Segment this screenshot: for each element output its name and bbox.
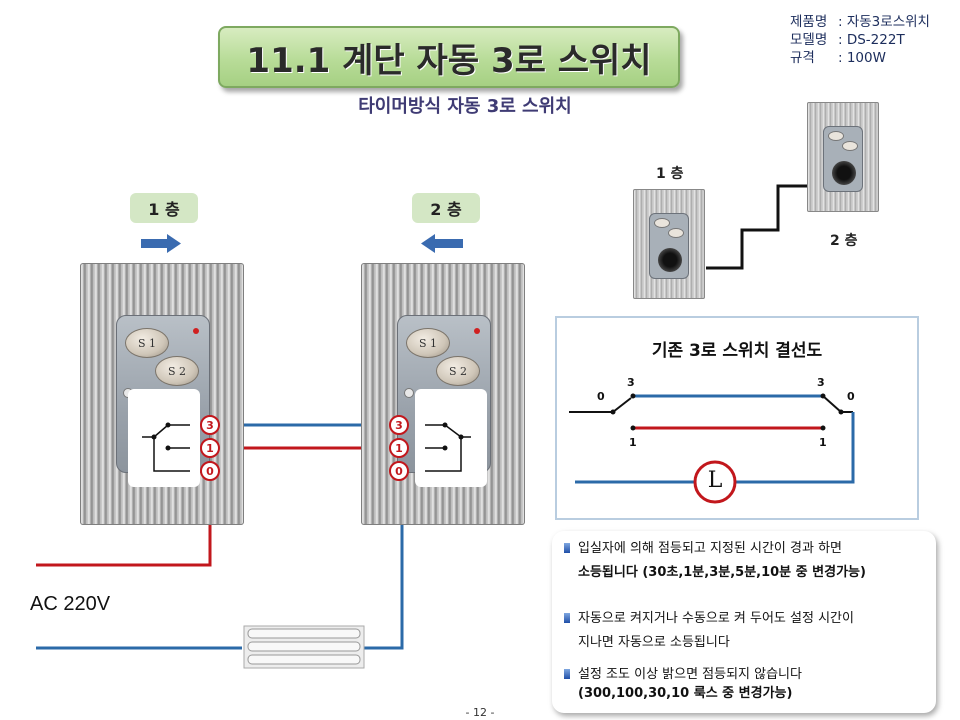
s2-button[interactable]: S 2 [436,356,480,386]
stairs-wire [706,184,812,270]
bullet-icon [564,669,570,679]
mini-button [828,131,844,141]
left-arrow-icon [421,234,463,253]
right-bottom-label: 1 [819,436,827,449]
lamp-blue-wire [364,480,404,650]
spec-row-model: 모델명 : DS-222T [790,31,930,49]
mini-sensor-icon [658,248,682,272]
mini-button [654,218,670,228]
right-arrow-icon [141,234,181,253]
lamp-icon [693,460,737,504]
floor2-switch: S 1 S 2 3 1 0 [361,263,525,525]
mini-faceplate [649,213,689,279]
wiring-title: 기존 3로 스위치 결선도 [651,341,823,361]
s2-button[interactable]: S 2 [155,356,199,386]
product-spec: 제품명 : 자동3로스위치 모델명 : DS-222T 규격 : 100W [790,13,930,67]
feature-notes: 입실자에 의해 점등되고 지정된 시간이 경과 하면 소등됩니다 (30초,1분… [552,531,936,713]
note-line: 소등됩니다 (30초,1분,3분,5분,10분 중 변경가능) [578,565,866,580]
spec-row-name: 제품명 : 자동3로스위치 [790,13,930,31]
existing-wiring-panel: 기존 3로 스위치 결선도 0 3 1 3 0 1 L [555,316,919,520]
status-led-icon [474,328,480,334]
floor1-switch: S 1 S 2 3 1 0 [80,263,244,525]
mini-sensor-icon [832,161,856,185]
ac-voltage-label: AC 220V [30,593,111,615]
terminal-3: 3 [389,415,409,435]
page-number: - 12 - [465,706,495,719]
note-item: 입실자에 의해 점등되고 지정된 시간이 경과 하면 소등됩니다 (30초,1분… [564,537,866,585]
bullet-icon [564,543,570,553]
note-line: 지나면 자동으로 소등됩니다 [578,635,730,650]
spec-value: : 자동3로스위치 [838,14,930,30]
spec-key: 모델명 [790,32,828,48]
note-line: 입실자에 의해 점등되고 지정된 시간이 경과 하면 [578,541,842,556]
floor2-mini-switch [807,102,879,212]
terminal-0: 0 [389,461,409,481]
stairs-floor1-label: 1 층 [656,166,684,182]
fluorescent-lamp-icon [243,625,365,669]
s1-button[interactable]: S 1 [406,328,450,358]
terminal-block [128,389,200,487]
floor2-tag: 2 층 [412,193,480,223]
internal-switch-icon [425,422,471,472]
note-line: 자동으로 켜지거나 수동으로 켜 두어도 설정 시간이 [578,611,854,626]
terminal-block [415,389,487,487]
note-item: 설정 조도 이상 밝으면 점등되지 않습니다 (300,100,30,10 룩스… [564,663,802,701]
spec-key: 규격 [790,50,815,66]
status-led-icon [193,328,199,334]
s1-button[interactable]: S 1 [125,328,169,358]
terminal-1: 1 [200,438,220,458]
page-title: 11.1 계단 자동 3로 스위치 [246,40,652,81]
terminal-3: 3 [200,415,220,435]
stairs-floor2-label: 2 층 [830,233,858,249]
mini-button [842,141,858,151]
right-common-label: 0 [847,390,855,403]
note-item: 자동으로 켜지거나 수동으로 켜 두어도 설정 시간이 지나면 자동으로 소등됩… [564,607,854,655]
spec-value: : 100W [838,50,886,66]
title-banner: 11.1 계단 자동 3로 스위치 [218,26,680,88]
floor1-tag: 1 층 [130,193,198,223]
spec-key: 제품명 [790,14,828,30]
right-top-label: 3 [817,376,825,389]
left-top-label: 3 [627,376,635,389]
mini-button [668,228,684,238]
note-line: (300,100,30,10 룩스 중 변경가능) [578,686,793,701]
lamp-label: L [707,468,723,493]
terminal-1: 1 [389,438,409,458]
mini-faceplate [823,126,863,192]
bullet-icon [564,613,570,623]
left-bottom-label: 1 [629,436,637,449]
left-common-label: 0 [597,390,605,403]
floor1-mini-switch [633,189,705,299]
spec-value: : DS-222T [838,32,905,48]
subtitle: 타이머방식 자동 3로 스위치 [358,96,572,117]
existing-wiring-schematic [569,393,855,504]
internal-switch-icon [142,422,190,472]
terminal-0: 0 [200,461,220,481]
spec-row-rating: 규격 : 100W [790,49,930,67]
light-sensor-icon [404,388,414,398]
note-line: 설정 조도 이상 밝으면 점등되지 않습니다 [578,667,802,682]
